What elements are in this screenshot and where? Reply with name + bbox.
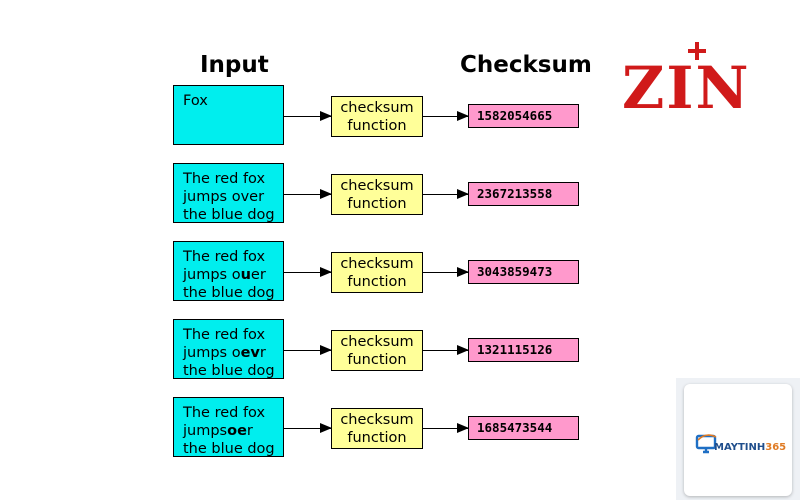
function-label-line1: checksum	[340, 412, 414, 428]
function-label-line1: checksum	[340, 100, 414, 116]
computer-icon	[695, 434, 717, 454]
checksum-box: 1685473544	[468, 416, 579, 440]
arrow-to-function	[284, 423, 332, 433]
zin-logo: ZIN	[622, 42, 792, 124]
input-line: jumps oevr	[183, 345, 266, 361]
input-header: Input	[200, 52, 269, 78]
input-line: jumps over	[183, 189, 265, 205]
brand-card: MAYTINH365	[676, 378, 800, 500]
input-box: The red fox jumpsoer the blue dog	[173, 397, 284, 457]
input-box: The red fox jumps ouer the blue dog	[173, 241, 284, 301]
brand-card-inner: MAYTINH365	[684, 384, 792, 496]
function-label-line1: checksum	[340, 256, 414, 272]
input-line: the blue dog	[183, 363, 275, 379]
plus-icon	[688, 42, 706, 60]
function-label-line1: checksum	[340, 178, 414, 194]
function-label-line2: function	[347, 352, 407, 368]
input-line: The red fox	[183, 327, 266, 343]
arrow-to-function	[284, 189, 332, 199]
arrow-to-checksum	[423, 111, 469, 121]
input-line: the blue dog	[183, 207, 275, 223]
function-box: checksum function	[331, 96, 423, 137]
input-line: the blue dog	[183, 441, 275, 457]
checksum-box: 3043859473	[468, 260, 579, 284]
function-box: checksum function	[331, 174, 423, 215]
checksum-box: 1321115126	[468, 338, 579, 362]
arrow-to-checksum	[423, 189, 469, 199]
arrow-to-checksum	[423, 267, 469, 277]
input-box: Fox	[173, 85, 284, 145]
function-label-line2: function	[347, 274, 407, 290]
function-label-line1: checksum	[340, 334, 414, 350]
input-box: The red fox jumps over the blue dog	[173, 163, 284, 223]
function-box: checksum function	[331, 252, 423, 293]
function-box: checksum function	[331, 408, 423, 449]
input-line: jumpsoer	[183, 423, 253, 439]
input-line: The red fox	[183, 249, 266, 265]
brand-name: MAYTINH365	[714, 442, 786, 453]
function-label-line2: function	[347, 196, 407, 212]
brand-name-main: MAYTINH	[714, 442, 766, 453]
input-line: The red fox	[183, 405, 266, 421]
checksum-header: Checksum	[460, 52, 592, 78]
input-line: the blue dog	[183, 285, 275, 301]
arrow-to-checksum	[423, 345, 469, 355]
arrow-to-function	[284, 111, 332, 121]
function-label-line2: function	[347, 118, 407, 134]
function-box: checksum function	[331, 330, 423, 371]
input-box: The red fox jumps oevr the blue dog	[173, 319, 284, 379]
input-line: jumps ouer	[183, 267, 266, 283]
checksum-box: 2367213558	[468, 182, 579, 206]
input-line: The red fox	[183, 171, 266, 187]
input-line: Fox	[183, 93, 208, 109]
zin-logo-text: ZIN	[622, 54, 751, 122]
checksum-box: 1582054665	[468, 104, 579, 128]
brand-name-number: 365	[765, 442, 787, 453]
function-label-line2: function	[347, 430, 407, 446]
arrow-to-function	[284, 267, 332, 277]
arrow-to-function	[284, 345, 332, 355]
arrow-to-checksum	[423, 423, 469, 433]
